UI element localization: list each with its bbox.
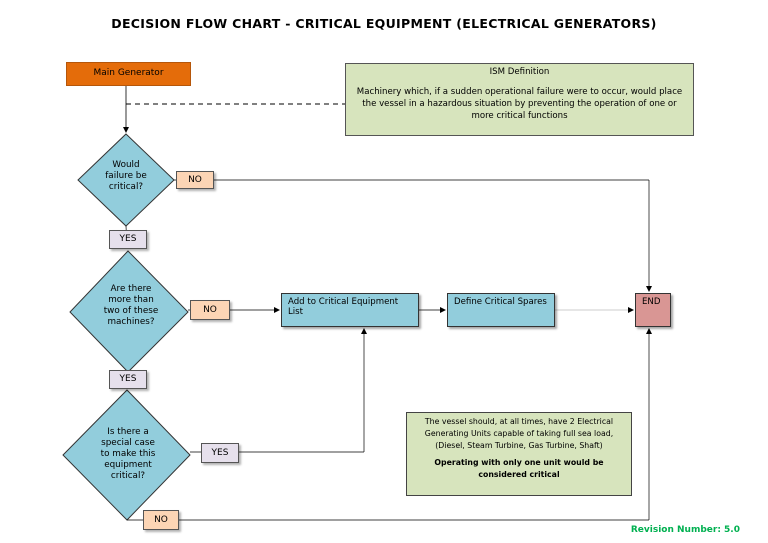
decision-3-label: Is there a special case to make this equ… (100, 427, 156, 481)
q1-no-tag: NO (176, 171, 214, 189)
generator-note-bold: Operating with only one unit would be co… (434, 458, 604, 479)
q3-no-tag: NO (143, 510, 179, 530)
add-critical-list-box: Add to Critical Equipment List (281, 293, 419, 327)
generator-note-text: The vessel should, at all times, have 2 … (424, 417, 614, 450)
ism-definition-title: ISM Definition (489, 67, 550, 77)
main-generator-box: Main Generator (66, 62, 191, 86)
generator-note-box: The vessel should, at all times, have 2 … (406, 412, 632, 496)
decision-2-label: Are there more than two of these machine… (103, 284, 159, 327)
page-title: DECISION FLOW CHART - CRITICAL EQUIPMENT… (111, 16, 657, 31)
q1-yes-tag: YES (109, 230, 147, 249)
ism-definition-text: Machinery which, if a sudden operational… (356, 87, 683, 121)
q2-yes-tag: YES (109, 370, 147, 389)
end-box: END (635, 293, 671, 327)
revision-number: Revision Number: 5.0 (630, 525, 740, 535)
q3-yes-tag: YES (201, 443, 239, 463)
q2-no-tag: NO (190, 300, 230, 320)
decision-1-label: Would failure be critical? (105, 160, 147, 192)
define-spares-box: Define Critical Spares (447, 293, 555, 327)
ism-definition-box: ISM Definition Machinery which, if a sud… (345, 63, 694, 136)
